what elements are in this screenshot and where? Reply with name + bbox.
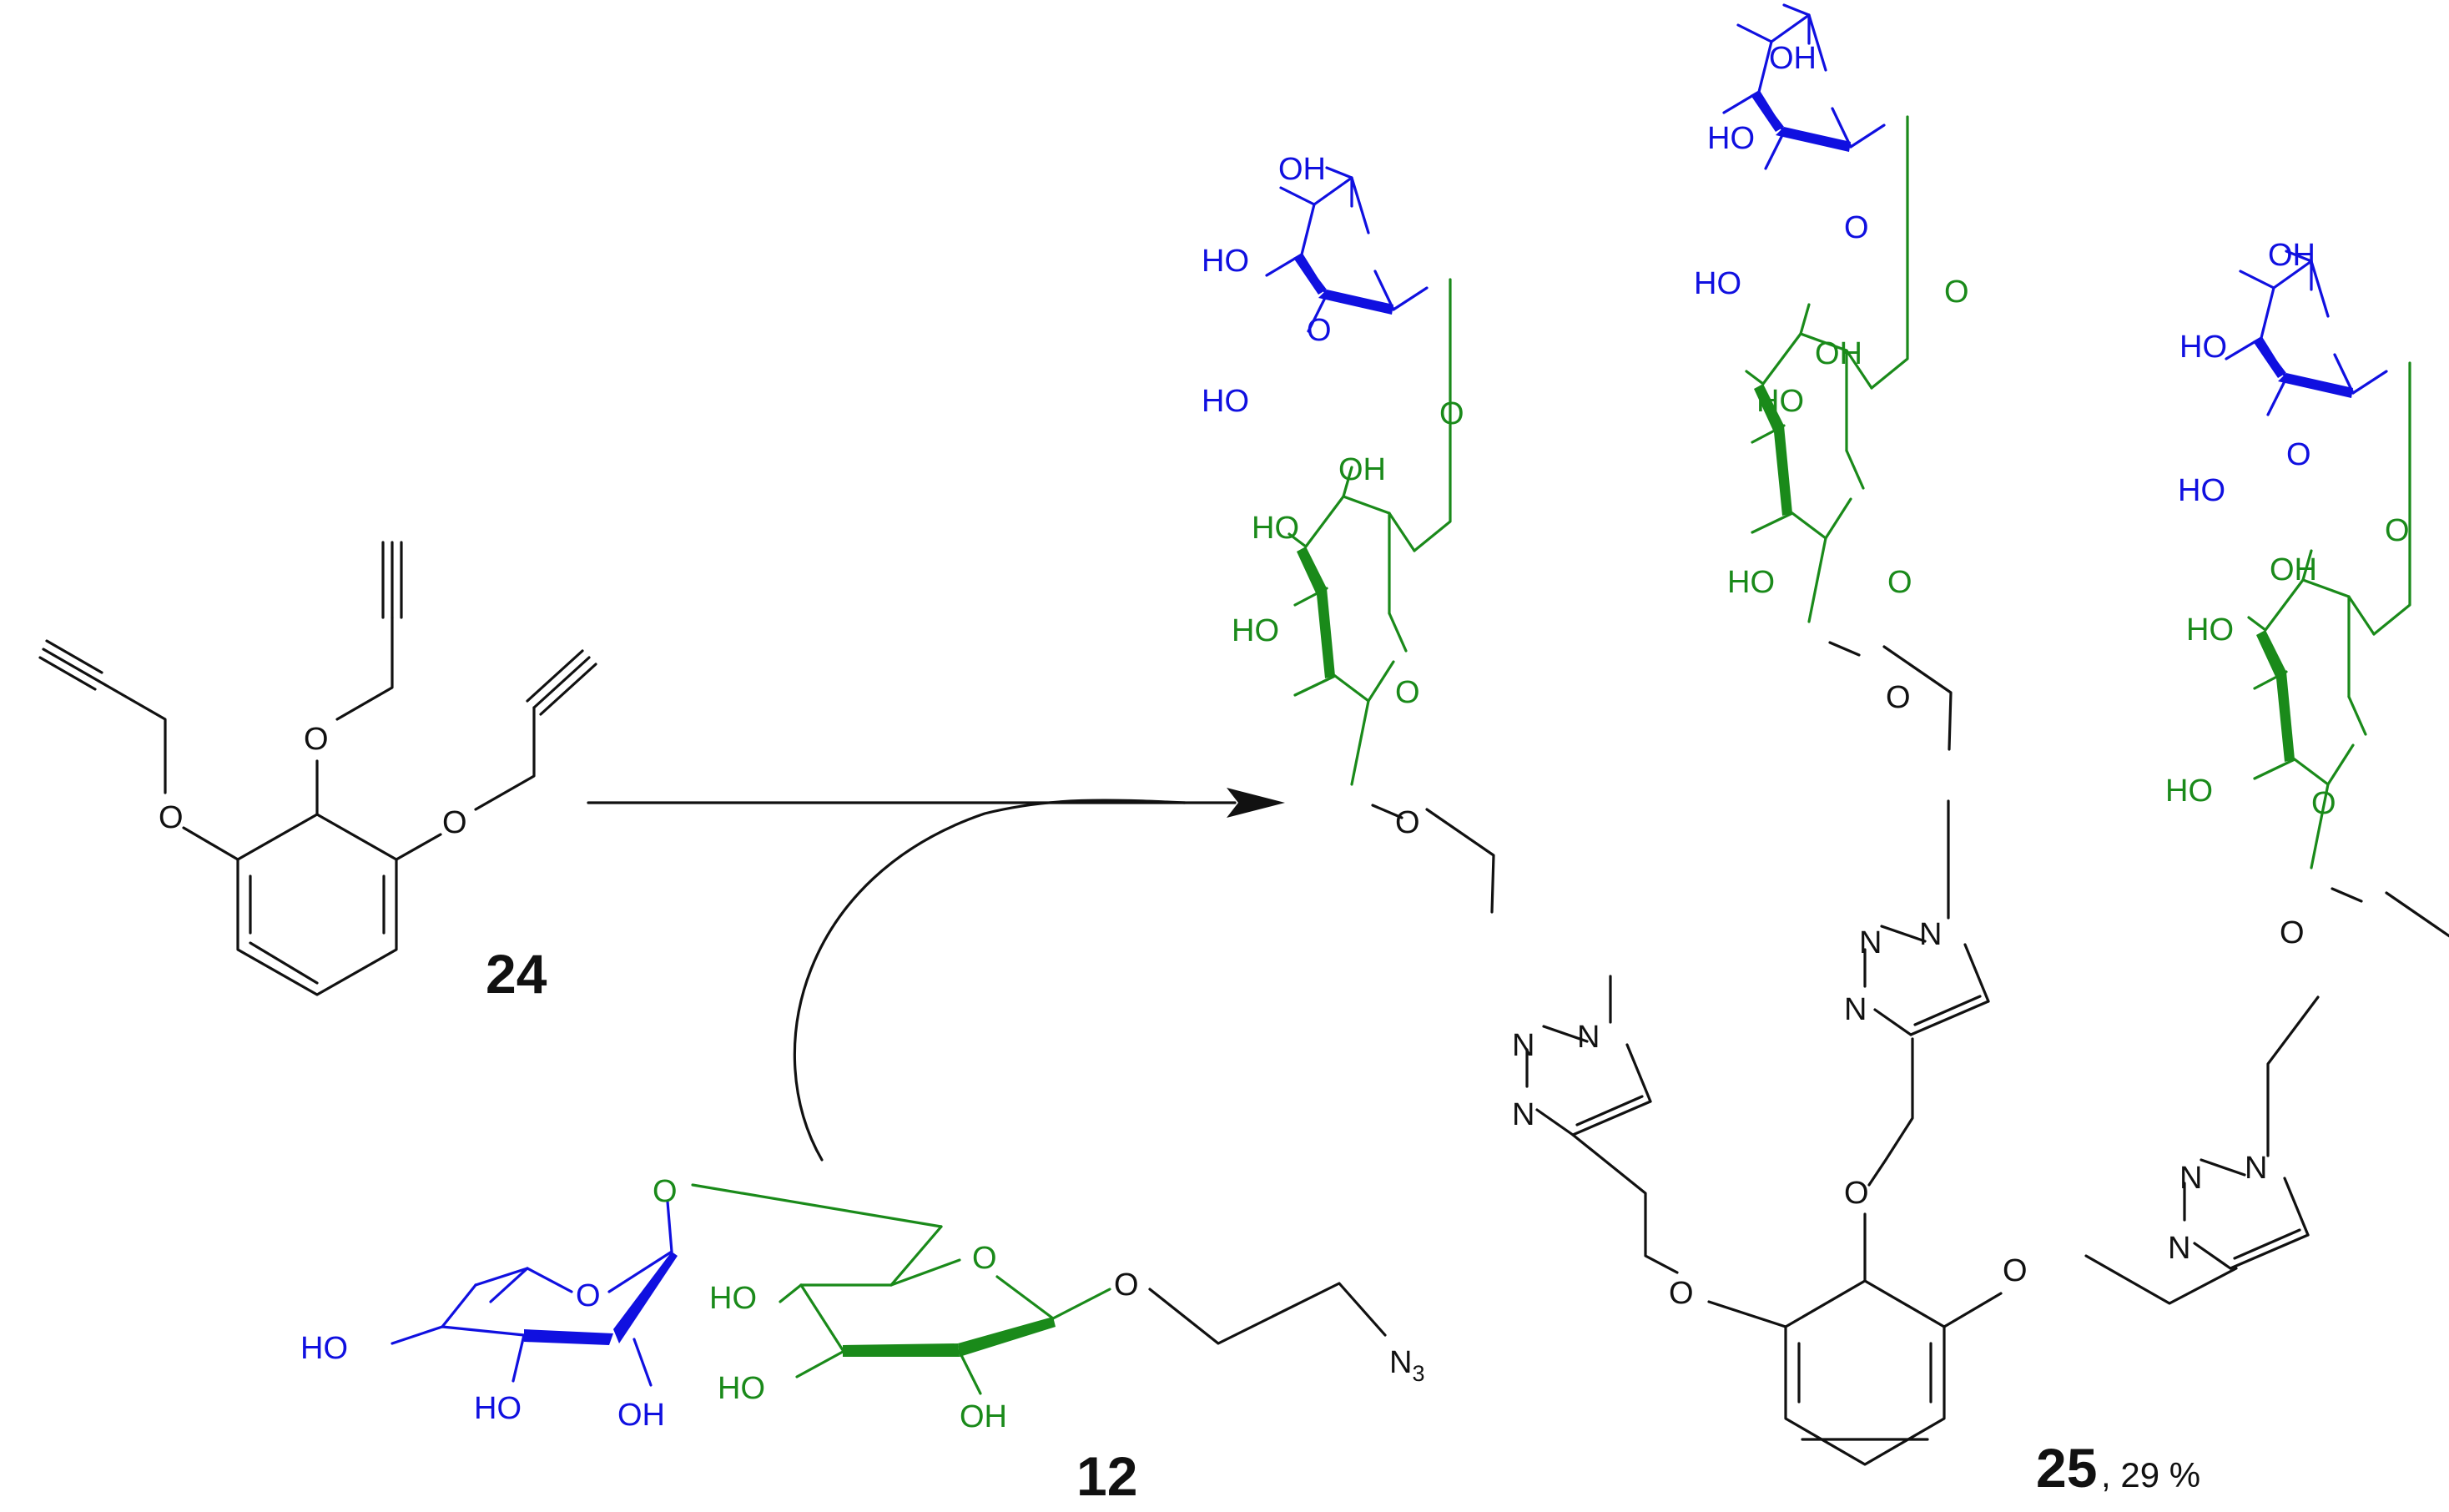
arrow-head — [1227, 788, 1285, 818]
reaction-arrow — [587, 788, 1285, 1162]
glycocluster-arm-middle: OH HO HO O O OH HO HO O O N N N O — [1694, 3, 1990, 1211]
hydroxyl-group: HO — [474, 1391, 522, 1426]
oxygen-atom: O — [576, 1278, 601, 1313]
nitrogen-atom: N — [1844, 992, 1867, 1027]
hydroxyl-group: HO — [2179, 330, 2227, 365]
hydroxyl-group: HO — [1232, 613, 1279, 648]
fucose-unit-12: O HO HO OH — [300, 1200, 678, 1433]
hydroxyl-group: HO — [1202, 384, 1249, 419]
compound-label-12: 12 — [1076, 1445, 1137, 1507]
oxygen-atom: O — [442, 805, 467, 840]
oxygen-atom: O — [1944, 275, 1969, 310]
glucose-unit-12: O HO HO OH — [709, 1225, 1111, 1434]
hydroxyl-group: HO — [1756, 384, 1804, 419]
hydroxyl-group: HO — [2178, 473, 2225, 508]
oxygen-atom: O — [304, 722, 329, 757]
oxygen-atom: O — [1439, 396, 1464, 431]
oxygen-atom: O — [1886, 680, 1911, 715]
glycocluster-arm-right: OH HO HO O O OH HO HO O O N N N O — [2003, 238, 2449, 1305]
oxygen-atom: O — [2003, 1253, 2028, 1288]
oxygen-atom: O — [1395, 675, 1420, 710]
oxygen-atom: O — [1307, 313, 1332, 348]
hydroxyl-group: HO — [1707, 121, 1755, 156]
compound-12-structure: O HO HO OH O O HO — [300, 1174, 1424, 1434]
compound-label-24: 24 — [486, 943, 547, 1005]
hydroxyl-group: OH — [1278, 152, 1326, 187]
nitrogen-atom: N — [2245, 1151, 2267, 1186]
nitrogen-atom: N — [1859, 925, 1882, 960]
oxygen-atom: O — [653, 1174, 678, 1209]
hydroxyl-group: HO — [1694, 266, 1741, 301]
oxygen-atom: O — [2286, 437, 2311, 472]
hydroxyl-group: OH — [1815, 336, 1862, 371]
compound-label-25: 25 — [2036, 1437, 2097, 1499]
product-yield: , 29 % — [2101, 1455, 2200, 1494]
benzene-ring-24 — [236, 813, 398, 996]
benzene-ring-25 — [1784, 1279, 1946, 1466]
compound-24-structure: O O O — [38, 541, 597, 996]
nitrogen-atom: N — [2179, 1161, 2202, 1196]
hydroxyl-group: OH — [1769, 41, 1817, 76]
hydroxyl-group: OH — [617, 1398, 665, 1433]
hydroxyl-group: HO — [2186, 612, 2234, 648]
oxygen-atom: O — [1844, 210, 1869, 245]
product-core-benzene — [1707, 1212, 2003, 1466]
hydroxyl-group: OH — [960, 1399, 1007, 1434]
oxygen-atom: O — [1114, 1268, 1139, 1303]
oxygen-atom: O — [972, 1241, 997, 1276]
hydroxyl-group: OH — [2268, 238, 2315, 273]
azide-group: N3 — [1389, 1345, 1424, 1386]
nitrogen-atom: N — [1919, 917, 1942, 952]
hydroxyl-group: OH — [2270, 552, 2317, 587]
nitrogen-atom: N — [1577, 1020, 1600, 1055]
oxygen-atom: O — [1395, 805, 1420, 840]
hydroxyl-group: HO — [2165, 774, 2213, 809]
hydroxyl-group: HO — [1727, 565, 1775, 600]
hydroxyl-group: OH — [1338, 452, 1386, 487]
nitrogen-atom: N — [2168, 1231, 2190, 1266]
hydroxyl-group: HO — [1202, 244, 1249, 279]
oxygen-atom: O — [1887, 565, 1912, 600]
oxygen-atom: O — [2280, 915, 2305, 950]
nitrogen-atom: N — [1512, 1097, 1534, 1132]
hydroxyl-group: HO — [709, 1281, 757, 1316]
reagent-curve — [793, 799, 1187, 1162]
hydroxyl-group: HO — [1252, 511, 1299, 546]
oxygen-atom: O — [1669, 1276, 1694, 1311]
oxygen-atom: O — [1844, 1176, 1869, 1211]
oxygen-atom: O — [2311, 786, 2336, 821]
oxygen-atom: O — [159, 800, 184, 835]
glycocluster-arm-left: OH HO HO O O OH HO HO O O N N N O — [1202, 152, 1694, 1311]
oxygen-atom: O — [2385, 513, 2410, 548]
hydroxyl-group: HO — [718, 1371, 765, 1406]
hydroxyl-group: HO — [300, 1331, 348, 1366]
nitrogen-atom: N — [1512, 1028, 1534, 1063]
